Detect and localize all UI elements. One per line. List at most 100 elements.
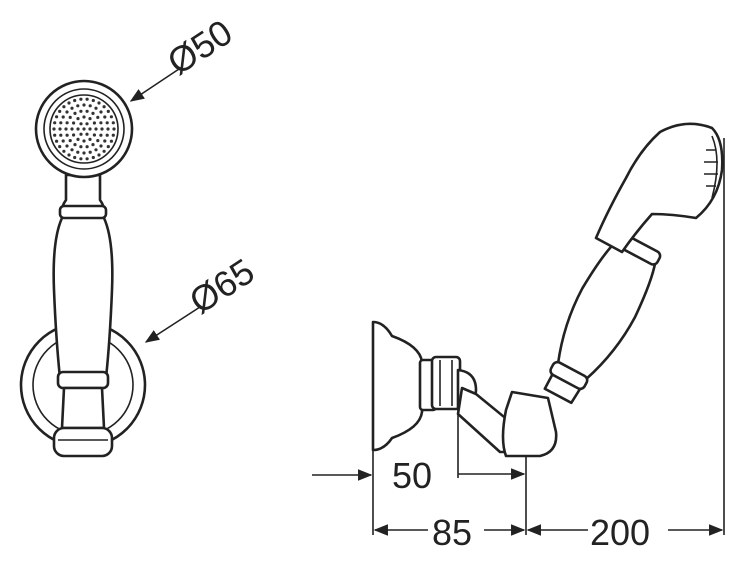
nozzle-dot bbox=[97, 101, 101, 105]
nozzle-dot bbox=[76, 137, 80, 141]
side-view bbox=[371, 122, 725, 535]
nozzle-dot bbox=[58, 127, 62, 131]
nozzle-dot bbox=[99, 133, 103, 137]
nozzle-dot bbox=[103, 139, 107, 143]
nozzle-dot bbox=[79, 97, 83, 101]
nozzle-dot bbox=[82, 115, 86, 119]
nozzle-dot bbox=[109, 115, 113, 119]
nozzle-dot bbox=[79, 132, 83, 136]
side-handle bbox=[543, 231, 662, 405]
nozzle-dot bbox=[55, 139, 59, 143]
nozzle-dot bbox=[88, 127, 92, 131]
nozzle-dot bbox=[97, 153, 101, 157]
nozzle-dot bbox=[76, 117, 80, 121]
nozzle-dot bbox=[82, 127, 86, 131]
handle-collar-top bbox=[58, 204, 108, 220]
length-dimension: 200 bbox=[526, 508, 724, 553]
nozzle-dot bbox=[72, 133, 76, 137]
wall-depth-dimension: 85 bbox=[373, 508, 526, 553]
nozzle-dot bbox=[91, 111, 95, 115]
nozzle-dot bbox=[88, 150, 92, 154]
nozzle-dot bbox=[76, 104, 80, 108]
shower-head-rim bbox=[43, 88, 125, 170]
nozzle-dot bbox=[65, 133, 69, 137]
nozzle-dot bbox=[102, 105, 106, 109]
nozzle-dot bbox=[53, 133, 57, 137]
nozzle-dot bbox=[105, 133, 109, 137]
shower-head-face bbox=[49, 94, 119, 164]
nozzle-dot bbox=[91, 98, 95, 103]
nozzle-dot bbox=[73, 111, 77, 115]
nozzle-dot bbox=[68, 115, 72, 119]
nozzle-dot bbox=[76, 127, 80, 131]
holder-cup bbox=[501, 390, 558, 458]
nozzle-dot bbox=[91, 143, 95, 147]
nozzle-dot bbox=[76, 150, 80, 154]
shower-nozzles bbox=[52, 97, 116, 161]
nozzle-dot bbox=[103, 115, 107, 119]
head-diameter-label: Ø50 bbox=[160, 11, 239, 82]
nozzle-dot bbox=[88, 104, 92, 108]
hinge-nut bbox=[430, 355, 462, 411]
nozzle-dot bbox=[79, 145, 83, 149]
nozzle-dot bbox=[109, 139, 113, 143]
nozzle-dot bbox=[88, 117, 92, 121]
nozzle-dot bbox=[67, 153, 71, 157]
nozzle-dot bbox=[58, 109, 62, 113]
holder-base bbox=[52, 426, 114, 458]
nozzle-dot bbox=[85, 109, 89, 113]
nozzle-dot bbox=[85, 122, 89, 126]
nozzle-dot bbox=[106, 145, 110, 149]
nozzle-dot bbox=[79, 122, 83, 126]
nozzle-dot bbox=[94, 148, 98, 152]
nozzle-dot bbox=[85, 132, 89, 136]
wall-plate bbox=[371, 320, 424, 452]
nozzle-dot bbox=[99, 144, 103, 148]
nozzle-dot bbox=[79, 157, 83, 161]
nozzle-dot bbox=[73, 143, 77, 147]
nozzle-dot bbox=[72, 121, 76, 125]
nozzle-dot bbox=[70, 148, 74, 152]
nozzle-dot bbox=[62, 149, 66, 153]
handle-collar-bottom bbox=[56, 370, 110, 390]
nozzle-dot bbox=[106, 109, 110, 113]
nozzle-dot bbox=[67, 101, 71, 105]
offset-label: 50 bbox=[392, 455, 432, 496]
nozzle-dot bbox=[52, 127, 56, 131]
nozzle-dot bbox=[73, 98, 77, 103]
nozzle-dot bbox=[88, 137, 92, 141]
nozzle-dot bbox=[59, 121, 63, 125]
head-diameter-callout: Ø50 bbox=[129, 11, 239, 102]
nozzle-dot bbox=[105, 121, 109, 125]
nozzle-dot bbox=[94, 106, 98, 110]
length-label: 200 bbox=[590, 512, 650, 553]
nozzle-dot bbox=[92, 121, 96, 125]
nozzle-dot bbox=[65, 144, 69, 148]
nozzle-dot bbox=[112, 127, 116, 131]
nozzle-dot bbox=[58, 145, 62, 149]
nozzle-dot bbox=[65, 121, 69, 125]
nozzle-dot bbox=[100, 127, 104, 131]
side-shower-head bbox=[594, 122, 724, 254]
nozzle-dot bbox=[111, 133, 115, 137]
nozzle-dot bbox=[96, 139, 100, 143]
nozzle-dot bbox=[94, 127, 98, 131]
nozzle-dot bbox=[106, 127, 110, 131]
nozzle-dot bbox=[68, 139, 72, 143]
nozzle-dot bbox=[85, 145, 89, 149]
nozzle-dot bbox=[91, 155, 95, 160]
nozzle-dot bbox=[99, 121, 103, 125]
offset-dimension: 50 bbox=[392, 455, 526, 496]
bracket-diameter-callout: Ø65 bbox=[144, 250, 261, 343]
nozzle-dot bbox=[73, 155, 77, 160]
nozzle-dot bbox=[102, 149, 106, 153]
nozzle-dot bbox=[61, 139, 65, 143]
nozzle-dot bbox=[85, 97, 89, 101]
nozzle-dot bbox=[62, 105, 66, 109]
front-view bbox=[19, 79, 147, 458]
nozzle-dot bbox=[82, 103, 86, 107]
nozzle-dot bbox=[70, 127, 74, 131]
side-shower-face bbox=[711, 135, 718, 199]
nozzle-dot bbox=[85, 157, 89, 161]
nozzle-dot bbox=[82, 139, 86, 143]
